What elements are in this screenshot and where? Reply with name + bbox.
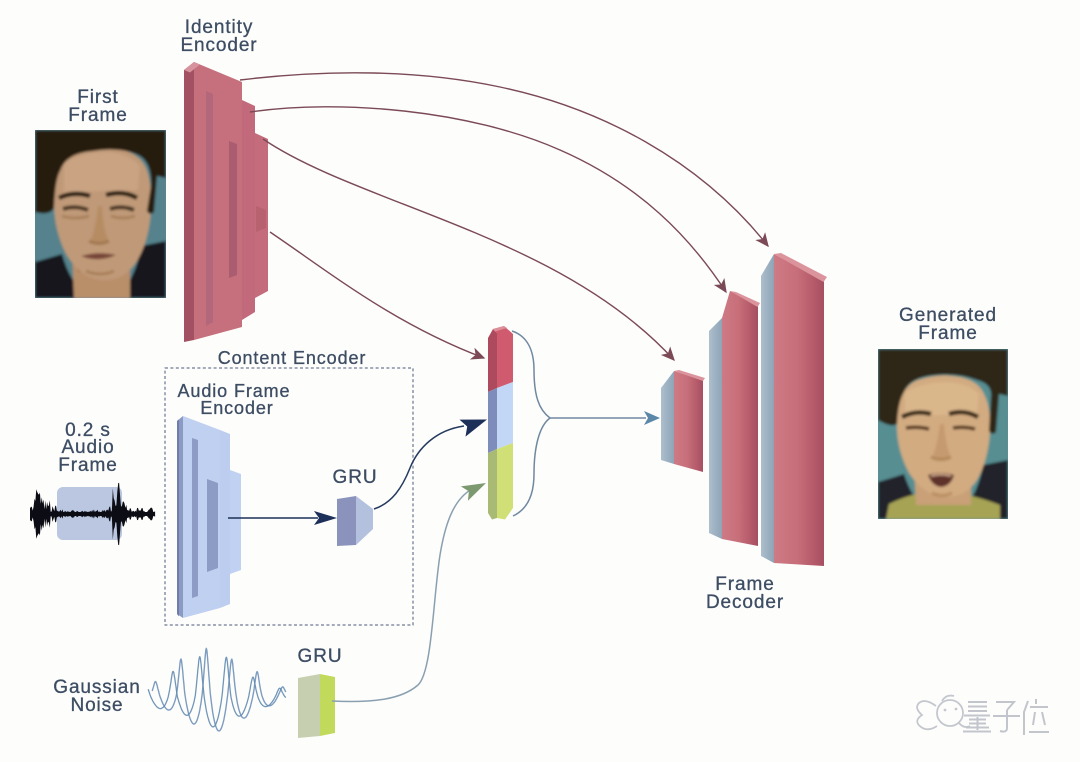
svg-text:Generated: Generated <box>899 305 997 326</box>
svg-text:GRU: GRU <box>298 646 343 667</box>
svg-text:First: First <box>77 87 118 108</box>
svg-text:Gaussian: Gaussian <box>53 677 140 698</box>
svg-text:GRU: GRU <box>333 467 378 488</box>
svg-text:Frame: Frame <box>68 105 127 126</box>
svg-text:Frame: Frame <box>58 455 117 476</box>
svg-text:Audio Frame: Audio Frame <box>178 381 291 401</box>
svg-text:Audio: Audio <box>61 437 114 458</box>
svg-text:Encoder: Encoder <box>200 398 273 418</box>
svg-text:0.2 s: 0.2 s <box>65 420 111 441</box>
svg-text:Decoder: Decoder <box>706 592 784 613</box>
svg-text:Frame: Frame <box>918 323 977 344</box>
svg-text:Content Encoder: Content Encoder <box>218 348 367 368</box>
svg-text:Frame: Frame <box>715 574 774 595</box>
svg-text:Encoder: Encoder <box>180 35 257 56</box>
svg-text:Identity: Identity <box>185 17 253 38</box>
svg-text:Noise: Noise <box>70 695 123 716</box>
